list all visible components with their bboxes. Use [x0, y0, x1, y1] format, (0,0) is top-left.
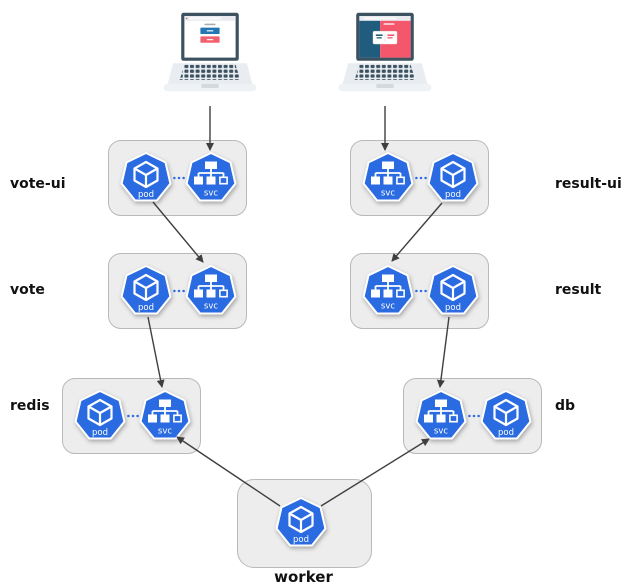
laptop-keyboard: [179, 64, 241, 80]
pod-icon: pod: [275, 497, 327, 549]
svc-icon-label: svc: [204, 302, 218, 312]
pod-icon-label: pod: [92, 428, 108, 438]
node-vote-ui: pod svc: [108, 140, 247, 216]
laptop-keyboard: [354, 64, 416, 80]
result-red-score-bar2: [387, 37, 393, 39]
label-vote: vote: [10, 282, 45, 298]
label-db: db: [555, 398, 576, 414]
pod-svc-dotted-link: [467, 414, 481, 418]
svc-icon: svc: [185, 152, 237, 204]
svc-icon-label: svc: [381, 189, 395, 199]
result-laptop-illustration: [337, 12, 433, 100]
result-red-score-bar: [387, 34, 395, 36]
browser-dot: [185, 17, 188, 20]
pod-svc-dotted-link: [414, 289, 428, 293]
svc-icon: svc: [362, 152, 414, 204]
pod-icon: pod: [74, 390, 126, 442]
pod-svc-dotted-link: [172, 176, 186, 180]
label-worker: worker: [274, 568, 333, 586]
pod-svc-dotted-link: [126, 414, 140, 418]
result-blue-score-bar2: [376, 37, 382, 39]
label-redis: redis: [10, 398, 50, 414]
laptop-touchpad: [201, 84, 219, 88]
label-result: result: [555, 282, 602, 298]
pod-icon-label: pod: [445, 190, 461, 200]
laptop-touchpad: [376, 84, 394, 88]
label-result-ui: result-ui: [555, 176, 622, 192]
node-worker: pod: [237, 479, 372, 568]
result-pane-blue: [359, 20, 381, 58]
pod-icon-label: pod: [138, 303, 154, 313]
svc-icon-label: svc: [204, 189, 218, 199]
pod-icon-label: pod: [445, 303, 461, 313]
svc-icon-label: svc: [158, 427, 172, 437]
pod-svc-dotted-link: [172, 289, 186, 293]
vote-page-title-bar: [204, 23, 216, 26]
browser-urlbar: [364, 17, 397, 20]
vote-red-button-text-bar: [206, 38, 214, 41]
node-result-ui: svc pod: [350, 140, 489, 216]
svc-icon-label: svc: [381, 302, 395, 312]
node-db: svc pod: [403, 378, 542, 454]
result-blue-score-bar: [375, 34, 383, 36]
vote-blue-button-text-bar: [206, 30, 214, 32]
pod-icon: pod: [480, 390, 532, 442]
svc-icon-label: svc: [434, 427, 448, 437]
pod-svc-dotted-link: [414, 176, 428, 180]
svc-icon: svc: [139, 390, 191, 442]
pod-icon: pod: [120, 152, 172, 204]
pod-icon-label: pod: [498, 428, 514, 438]
pod-icon: pod: [427, 152, 479, 204]
result-header-text-bar: [383, 23, 395, 25]
node-redis: pod svc: [62, 378, 201, 454]
svc-icon: svc: [362, 265, 414, 317]
pod-icon: pod: [427, 265, 479, 317]
pod-icon-label: pod: [293, 535, 309, 545]
svc-icon: svc: [185, 265, 237, 317]
svc-icon: svc: [415, 390, 467, 442]
node-vote: pod svc: [108, 253, 247, 329]
node-result: svc pod: [350, 253, 489, 329]
pod-icon-label: pod: [138, 190, 154, 200]
browser-urlbar: [189, 17, 222, 20]
pod-icon: pod: [120, 265, 172, 317]
vote-laptop-illustration: [162, 12, 258, 100]
label-vote-ui: vote-ui: [10, 176, 66, 192]
